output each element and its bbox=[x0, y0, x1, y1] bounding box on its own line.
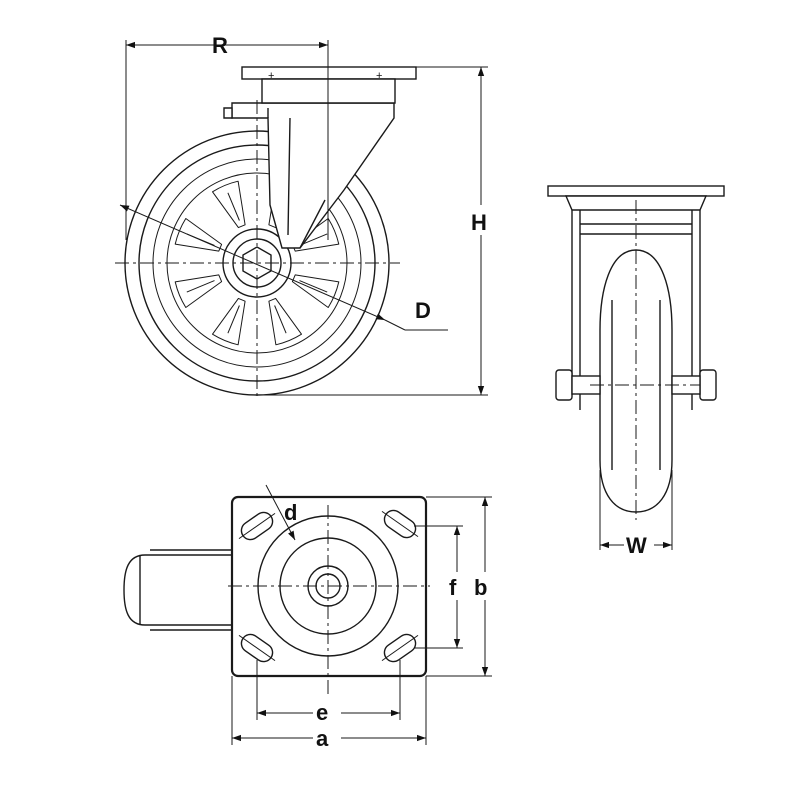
spoke-window bbox=[212, 297, 246, 346]
spoke-rib bbox=[186, 280, 215, 293]
spoke-window bbox=[212, 180, 246, 229]
bolt-cross-right: + bbox=[376, 70, 382, 82]
label-f-bg bbox=[447, 572, 467, 600]
spoke-window bbox=[174, 274, 223, 308]
end-view: W bbox=[547, 185, 725, 558]
label-a-bg bbox=[313, 724, 341, 750]
label-b: b bbox=[474, 575, 487, 600]
label-e-bg bbox=[313, 698, 341, 724]
label-R: R bbox=[212, 33, 228, 58]
axle-bolt-right bbox=[699, 369, 717, 401]
bolt-slot-top-right bbox=[381, 509, 419, 539]
spoke-window bbox=[268, 297, 302, 346]
axle-bolt-left bbox=[555, 369, 573, 401]
label-e: e bbox=[316, 700, 328, 725]
dimension-D bbox=[119, 204, 386, 321]
leader-D bbox=[384, 319, 406, 331]
label-D: D bbox=[415, 298, 431, 323]
spoke-rib bbox=[274, 305, 287, 334]
label-b-bg bbox=[473, 572, 497, 600]
dimension-d bbox=[265, 484, 296, 541]
end-fork-legs bbox=[571, 210, 701, 410]
label-f: f bbox=[449, 575, 457, 600]
spoke-window bbox=[291, 274, 340, 308]
spoke-rib bbox=[227, 192, 240, 221]
label-d: d bbox=[284, 500, 297, 525]
spoke-rib bbox=[299, 280, 328, 293]
end-top-plate bbox=[547, 185, 725, 197]
label-W: W bbox=[626, 533, 647, 558]
plan-wheel-profile bbox=[123, 554, 233, 626]
fork-stop bbox=[223, 107, 233, 119]
bolt-slot-top-left bbox=[238, 511, 276, 541]
bolt-slot-bottom-left bbox=[238, 633, 276, 663]
spoke-rib bbox=[227, 305, 240, 334]
label-a: a bbox=[316, 726, 329, 751]
top-view: d f b e a bbox=[123, 484, 497, 751]
plan-wheel-edges bbox=[139, 549, 232, 631]
label-H: H bbox=[471, 210, 487, 235]
label-H-bg bbox=[468, 205, 494, 235]
label-W-bg bbox=[624, 530, 654, 556]
bolt-slot-bottom-right bbox=[381, 633, 419, 663]
side-view: + + R H D bbox=[115, 33, 494, 400]
bolt-cross-left: + bbox=[268, 70, 274, 82]
